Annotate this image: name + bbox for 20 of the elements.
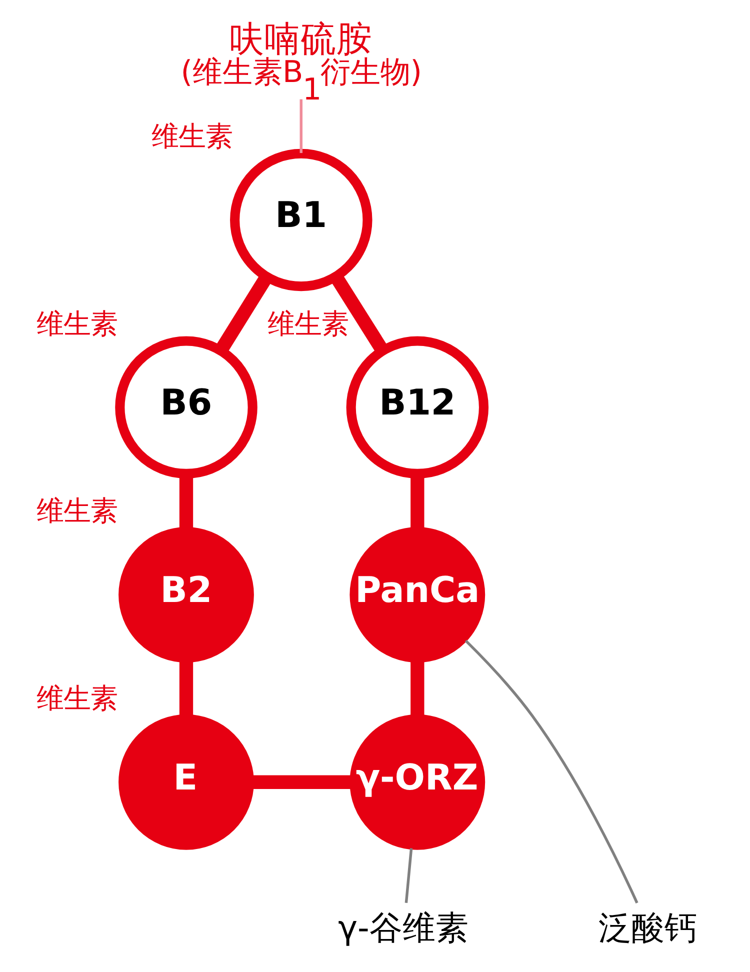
node-label: 维生素 — [36, 308, 118, 340]
connector — [179, 661, 194, 716]
node-circle: PanCa — [350, 527, 486, 662]
connector — [410, 661, 424, 716]
connector — [252, 775, 350, 789]
node-label: 维生素 — [36, 496, 118, 528]
node-circle: B6 — [115, 336, 258, 478]
node-circle: B12 — [346, 336, 489, 478]
node-label: 维生素 — [36, 684, 118, 715]
node-circle: γ-ORZ — [350, 714, 486, 850]
node-text: 泛酸钙 — [598, 909, 698, 948]
node-label: 维生素 — [151, 121, 232, 152]
node-text: γ-谷维素 — [338, 909, 468, 948]
node-circle: E — [118, 714, 254, 850]
connector — [464, 640, 638, 904]
connector — [404, 848, 413, 904]
node-label: 维生素 — [268, 308, 349, 340]
node-circle: B1 — [230, 148, 372, 292]
node-circle: B2 — [118, 527, 254, 662]
connector — [300, 99, 302, 154]
